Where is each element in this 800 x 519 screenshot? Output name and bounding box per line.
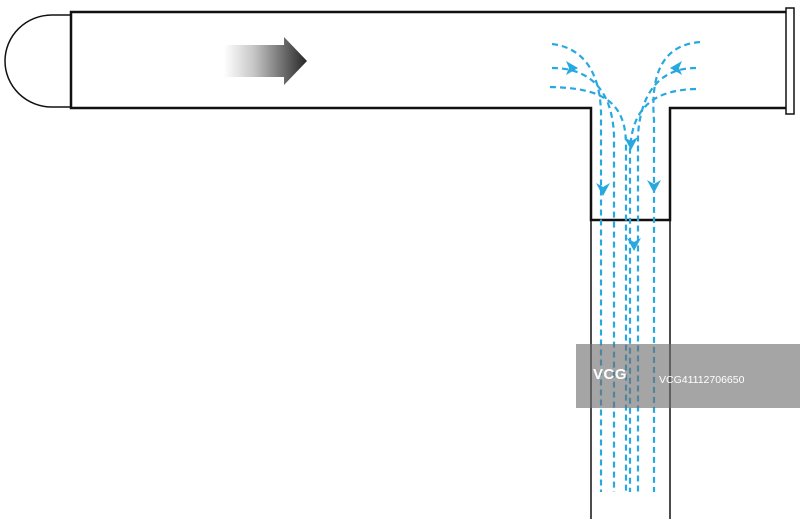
arrowhead-down-4: [627, 238, 641, 251]
arrowhead-down-1: [624, 137, 638, 150]
horizontal-main-pipe: [69, 10, 789, 222]
arrowhead-down-2: [596, 183, 610, 196]
watermark-logo: VCG: [593, 366, 628, 383]
streamline-left-outer: [551, 42, 603, 492]
streamline-right-inner: [628, 87, 697, 492]
arrowhead-down-3: [647, 180, 661, 193]
watermark-band: [576, 344, 800, 408]
arrowhead-right-entry: [670, 61, 682, 75]
streamline-arrowheads: [566, 61, 682, 251]
watermark-id-text: VCG41112706650: [659, 374, 745, 386]
streamline-left-middle: [551, 66, 616, 492]
streamline-right-middle: [636, 66, 697, 492]
streamline-right-outer: [652, 40, 701, 492]
arrowhead-left-entry: [566, 61, 578, 75]
rounded-end-cap: [4, 14, 71, 108]
flow-direction-arrow-icon: [224, 37, 307, 85]
end-flange: [785, 7, 795, 115]
